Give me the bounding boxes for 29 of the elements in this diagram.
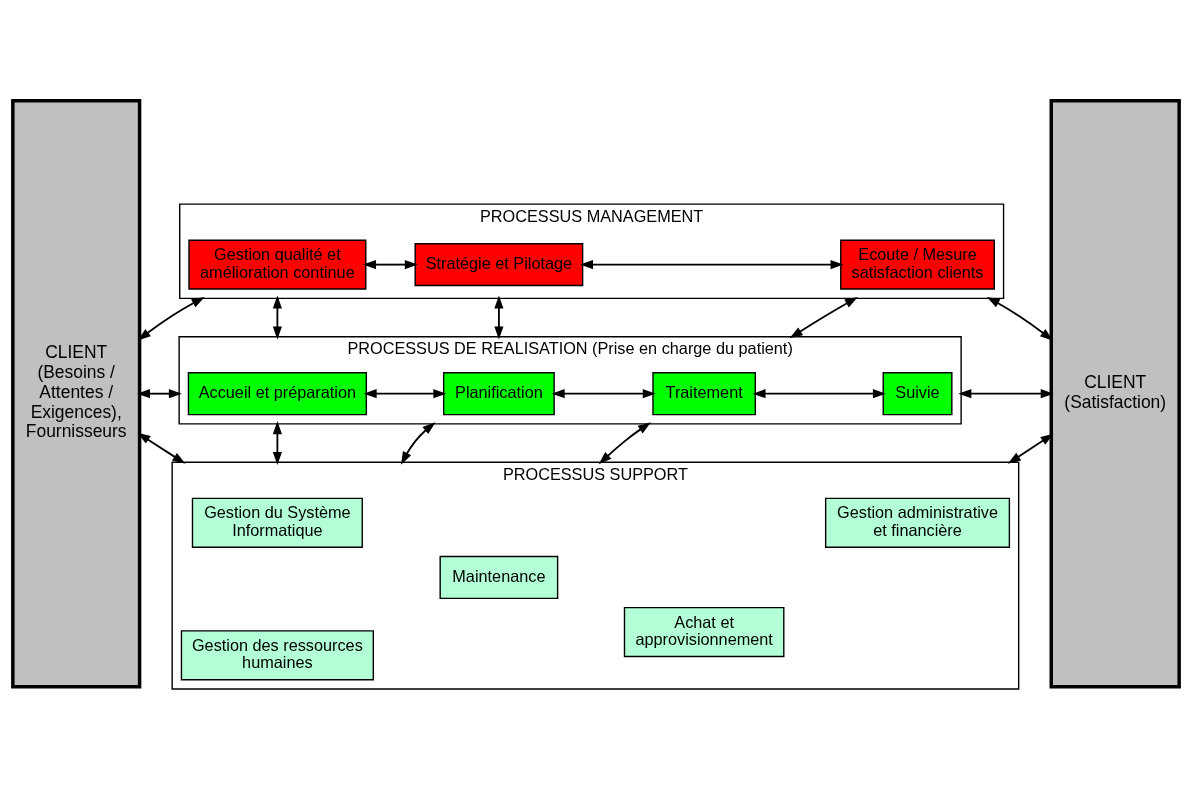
node-box: CLIENT (Besoins / Attentes / Exigences), Fournisseurs bbox=[11, 98, 142, 688]
arrow bbox=[363, 388, 447, 398]
node-box: Stratégie et Pilotage bbox=[414, 242, 584, 286]
arrow bbox=[272, 420, 282, 465]
arrow bbox=[958, 388, 1054, 398]
arrow bbox=[272, 295, 282, 340]
arrow bbox=[580, 259, 844, 269]
arrow bbox=[789, 296, 858, 338]
node-box: Ecoute / Mesure satisfaction clients bbox=[840, 239, 995, 290]
arrow bbox=[136, 388, 182, 398]
node-box: Suivie bbox=[882, 371, 953, 415]
node-box: CLIENT (Satisfaction) bbox=[1049, 98, 1181, 688]
node-box: Accueil et préparation bbox=[187, 371, 368, 415]
arrow bbox=[752, 388, 886, 398]
node-box: Gestion du Système Informatique bbox=[191, 497, 363, 548]
node-box: Maintenance bbox=[439, 555, 559, 599]
node-box: Achat et approvisionnement bbox=[623, 606, 785, 657]
node-box: Planification bbox=[442, 371, 555, 415]
node-box: Gestion qualité et amélioration continue bbox=[188, 239, 367, 290]
node-box: Traitement bbox=[652, 371, 756, 415]
arrow bbox=[598, 421, 651, 464]
node-box: Gestion administrative et financière bbox=[824, 497, 1011, 548]
arrow bbox=[363, 259, 418, 269]
arrow bbox=[401, 421, 436, 465]
arrow bbox=[494, 295, 504, 340]
node-box: Gestion des ressources humaines bbox=[180, 629, 374, 680]
arrow bbox=[1007, 433, 1054, 464]
arrow bbox=[137, 432, 186, 464]
arrow bbox=[551, 388, 656, 398]
